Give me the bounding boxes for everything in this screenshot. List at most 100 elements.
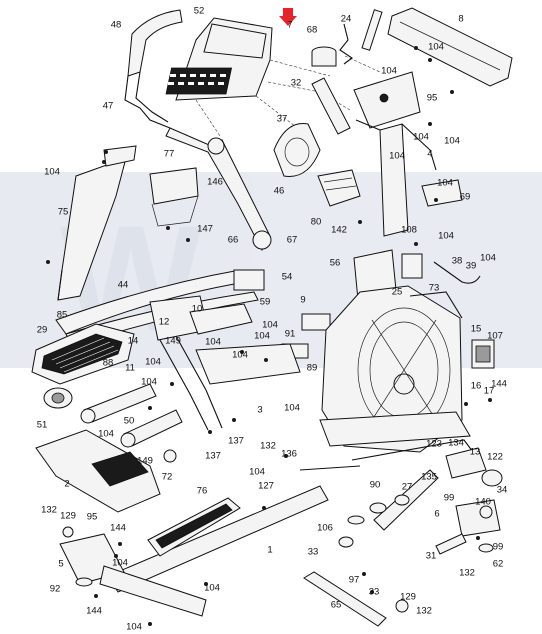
pivot-joint (252, 230, 272, 250)
part-number-label: 104 (141, 377, 157, 388)
keypad-buttons (168, 74, 226, 85)
part-number-label: 46 (274, 186, 285, 197)
part-number-label: 135 (421, 472, 437, 483)
part-number-label: 56 (330, 258, 341, 269)
washer-129-left (62, 526, 74, 538)
part-number-label: 104 (44, 167, 60, 178)
part-number-label: 24 (341, 14, 352, 25)
part-number-label: 104 (232, 350, 248, 361)
pedal-tread (41, 333, 123, 375)
rear-stabilizer-bar (99, 565, 207, 617)
part-number-label: 2 (64, 479, 69, 490)
part-number-label: 38 (452, 256, 463, 267)
main-post (379, 123, 409, 237)
leveling-foot (75, 577, 93, 587)
part-number-label: 99 (493, 542, 504, 553)
part-number-label: 10 (192, 304, 203, 315)
part-number-label: 39 (466, 261, 477, 272)
part-number-label: 13 (470, 447, 481, 458)
washer-129 (395, 599, 409, 613)
part-number-label: 51 (37, 420, 48, 431)
part-number-label: 14 (128, 336, 139, 347)
handlebar-stem-inner (135, 71, 169, 123)
part-number-label: 29 (37, 325, 48, 336)
part-number-label: 104 (254, 331, 270, 342)
part-number-label: 33 (369, 587, 380, 598)
wheel-106 (338, 536, 354, 548)
part-number-label: 122 (487, 452, 503, 463)
part-number-label: 12 (159, 317, 170, 328)
crossbar-3 (195, 343, 301, 385)
part-number-label: 104 (205, 337, 221, 348)
part-number-label: 144 (491, 379, 507, 390)
part-number-label: 104 (112, 558, 128, 569)
pad-10 (189, 303, 253, 335)
base-frame (59, 411, 503, 627)
part-number-label: 25 (392, 287, 403, 298)
part-number-label: 132 (459, 568, 475, 579)
part-number-label: 85 (57, 310, 68, 321)
part-number-label: 104 (428, 42, 444, 53)
part-number-label: 123 (426, 439, 442, 450)
part-number-label: 104 (126, 622, 142, 633)
part-number-label: 65 (331, 600, 342, 611)
part-number-label: 77 (164, 149, 175, 160)
tube-sleeve (311, 52, 337, 67)
part-number-label: 47 (103, 101, 114, 112)
part-number-label: 62 (493, 559, 504, 570)
part-number-label: 134 (448, 438, 464, 449)
part-number-label: 132 (416, 606, 432, 617)
left-arm-assembly (31, 145, 331, 513)
part-number-label: 107 (487, 331, 503, 342)
wheel-34 (481, 469, 503, 487)
part-number-label: 144 (86, 606, 102, 617)
part-number-label: 95 (87, 512, 98, 523)
leveling-foot-2 (347, 515, 365, 525)
console-assembly (124, 8, 297, 252)
part-number-label: 8 (458, 14, 463, 25)
part-number-label: 104 (204, 583, 220, 594)
pedal-tread-lines (51, 337, 119, 373)
part-number-label: 132 (41, 505, 57, 516)
part-number-label: 17 (484, 386, 495, 397)
part-number-label: 140 (475, 497, 491, 508)
part-number-label: 104 (438, 231, 454, 242)
part-number-label: 104 (437, 178, 453, 189)
handlebar-stem (124, 75, 171, 129)
bolt-markers (46, 46, 492, 626)
column-joint (207, 137, 225, 155)
arm-link (311, 77, 351, 135)
upper-right-parts (273, 7, 513, 237)
part-number-label: 90 (370, 480, 381, 491)
part-number-label: 99 (444, 493, 455, 504)
part-number-label: 75 (58, 207, 69, 218)
part-number-label: 27 (402, 482, 413, 493)
part-number-label: 66 (228, 235, 239, 246)
part-number-label: 72 (162, 472, 173, 483)
sensor-108 (401, 253, 423, 279)
part-number-label: 104 (480, 253, 496, 264)
front-crossmember (319, 411, 471, 447)
sensor-plate (361, 9, 383, 51)
part-number-label: 144 (110, 523, 126, 534)
incline-motor-13 (445, 447, 487, 479)
console-screen (203, 23, 267, 59)
part-number-label: 16 (471, 381, 482, 392)
highlight-arrow-icon (279, 8, 297, 26)
part-number-label: 6 (434, 509, 439, 520)
part-number-label: 80 (311, 217, 322, 228)
part-number-label: 92 (50, 584, 61, 595)
part-number-label: 3 (257, 405, 262, 416)
part-number-label: 37 (277, 114, 288, 125)
part-number-label: 132 (260, 441, 276, 452)
part-number-label: 104 (249, 467, 265, 478)
arm-bracket (103, 145, 137, 167)
part-number-label: 67 (287, 235, 298, 246)
part-number-label: 1 (267, 545, 272, 556)
part-number-label: 52 (194, 6, 205, 17)
top-shroud (387, 7, 513, 87)
part-number-label: 76 (197, 486, 208, 497)
part-number-label: 104 (145, 357, 161, 368)
track-tread (155, 503, 233, 549)
